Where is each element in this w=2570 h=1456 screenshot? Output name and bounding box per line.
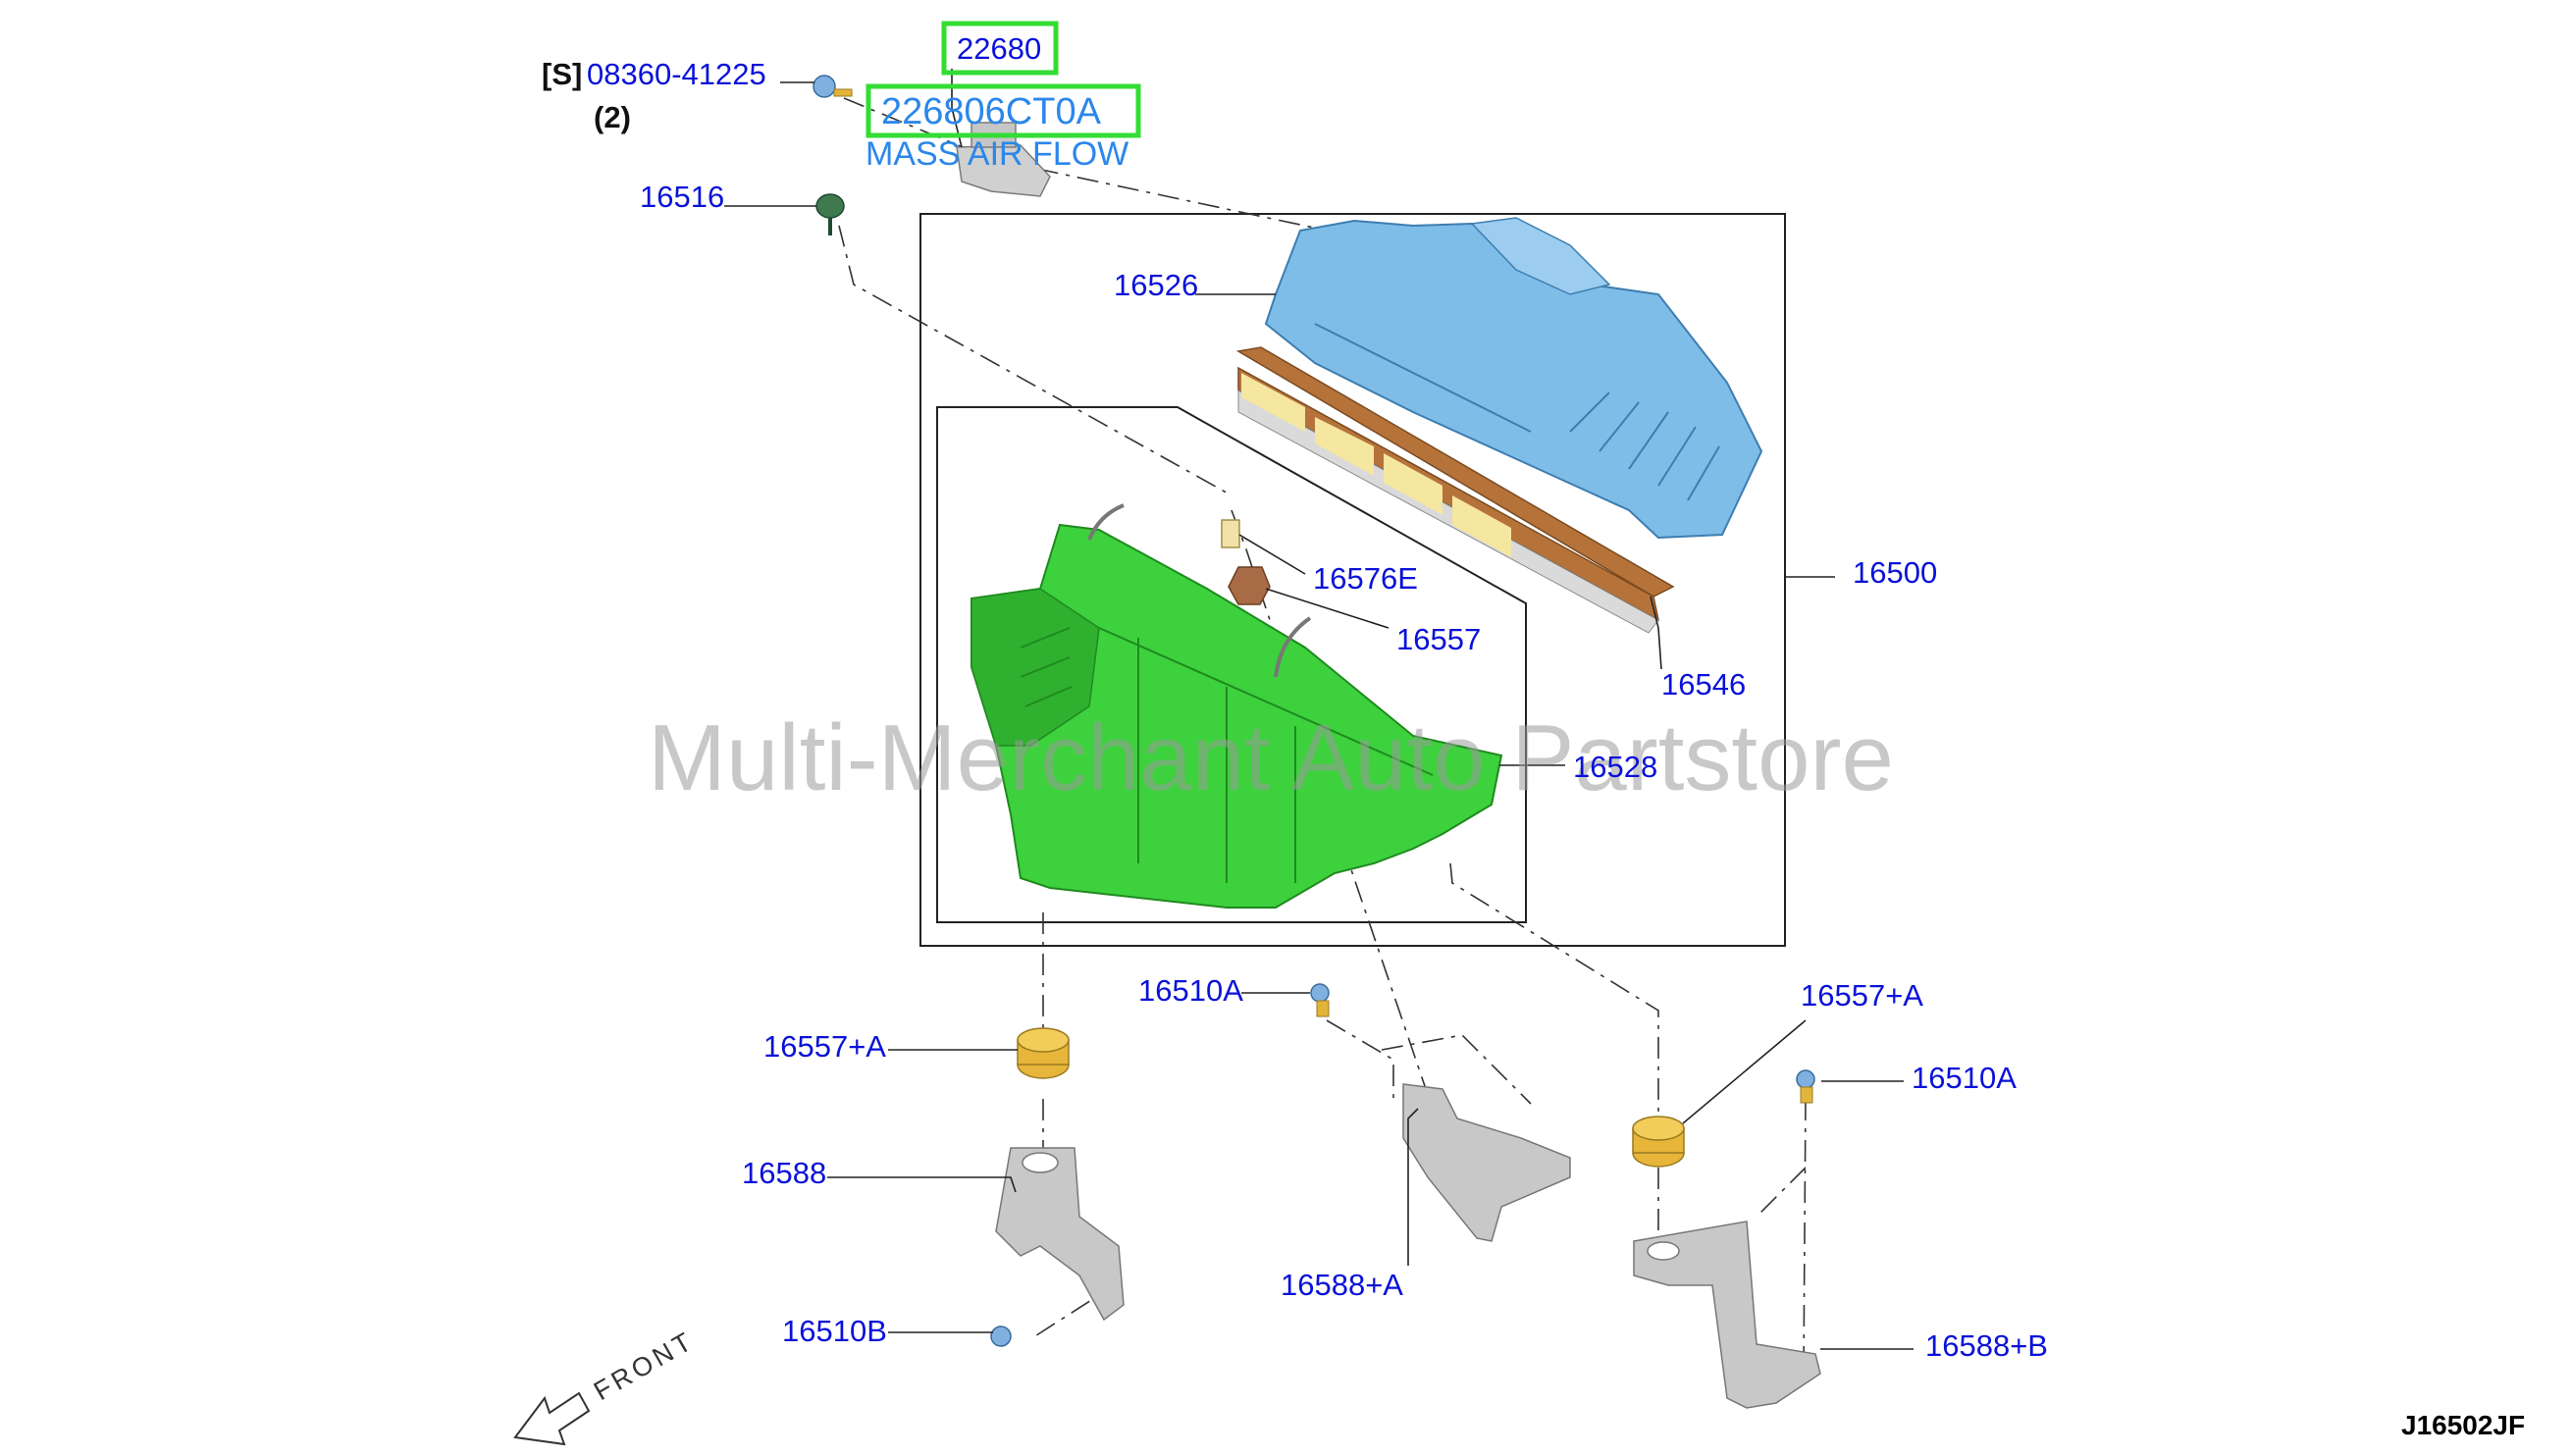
callout-16557[interactable]: 16557 bbox=[1396, 622, 1481, 656]
bolt-16510A-left-graphic bbox=[1310, 983, 1330, 1017]
label-bolt-qty: (2) bbox=[594, 100, 631, 134]
bracket-16588A-graphic bbox=[1402, 1083, 1571, 1242]
callout-226806CT0A[interactable]: 226806CT0A bbox=[881, 91, 1102, 132]
callout-16516[interactable]: 16516 bbox=[640, 180, 724, 214]
assembly-16500-frame bbox=[919, 213, 1786, 947]
callout-16500[interactable]: 16500 bbox=[1853, 555, 1937, 590]
bracket-16588B-graphic bbox=[1633, 1221, 1821, 1409]
callout-08360-41225[interactable]: 08360-41225 bbox=[587, 57, 766, 91]
callout-16526[interactable]: 16526 bbox=[1114, 268, 1198, 302]
highlight-box-226806CT0A bbox=[865, 83, 1141, 138]
label-s-prefix: [S] bbox=[542, 57, 582, 91]
grommet-16576E-graphic bbox=[1221, 519, 1240, 548]
highlight-box-22680 bbox=[941, 21, 1059, 76]
bolt-16510B-graphic bbox=[990, 1326, 1012, 1347]
callout-16557A-left[interactable]: 16557+A bbox=[763, 1029, 886, 1064]
watermark-text: Multi-Merchant Auto Partstore bbox=[648, 705, 1894, 810]
callout-16588[interactable]: 16588 bbox=[742, 1156, 826, 1190]
callout-16510B[interactable]: 16510B bbox=[782, 1314, 887, 1348]
front-direction-indicator: FRONT bbox=[513, 1326, 700, 1446]
lower-case-16528-graphic bbox=[970, 503, 1503, 909]
callout-16588B[interactable]: 16588+B bbox=[1925, 1328, 2048, 1363]
callout-16588A[interactable]: 16588+A bbox=[1281, 1268, 1403, 1302]
callout-16510A-left[interactable]: 16510A bbox=[1138, 973, 1243, 1008]
clip-16516-graphic bbox=[815, 193, 845, 235]
callout-16546[interactable]: 16546 bbox=[1661, 667, 1746, 702]
mount-16557A-left-graphic bbox=[1017, 1027, 1070, 1079]
lower-case-subframe bbox=[936, 406, 1527, 923]
bolt-08360-graphic bbox=[813, 75, 853, 98]
front-label: FRONT bbox=[589, 1326, 700, 1406]
callout-16576E[interactable]: 16576E bbox=[1313, 561, 1418, 596]
mount-16557-graphic bbox=[1228, 566, 1271, 605]
bracket-16588-graphic bbox=[995, 1147, 1125, 1322]
label-mass-air-flow: MASS AIR FLOW bbox=[865, 135, 1128, 173]
front-arrow-icon bbox=[513, 1391, 591, 1446]
callout-22680[interactable]: 22680 bbox=[957, 31, 1041, 66]
upper-case-16526-graphic bbox=[1264, 217, 1763, 540]
callout-16510A-right[interactable]: 16510A bbox=[1912, 1061, 2017, 1095]
diagram-code: J16502JF bbox=[2401, 1410, 2525, 1440]
bolt-16510A-right-graphic bbox=[1796, 1069, 1815, 1104]
mount-16557A-right-graphic bbox=[1632, 1116, 1685, 1168]
filter-element-16546-graphic bbox=[1235, 346, 1675, 634]
callout-16557A-right[interactable]: 16557+A bbox=[1801, 978, 1923, 1013]
callout-16528[interactable]: 16528 bbox=[1573, 750, 1657, 784]
